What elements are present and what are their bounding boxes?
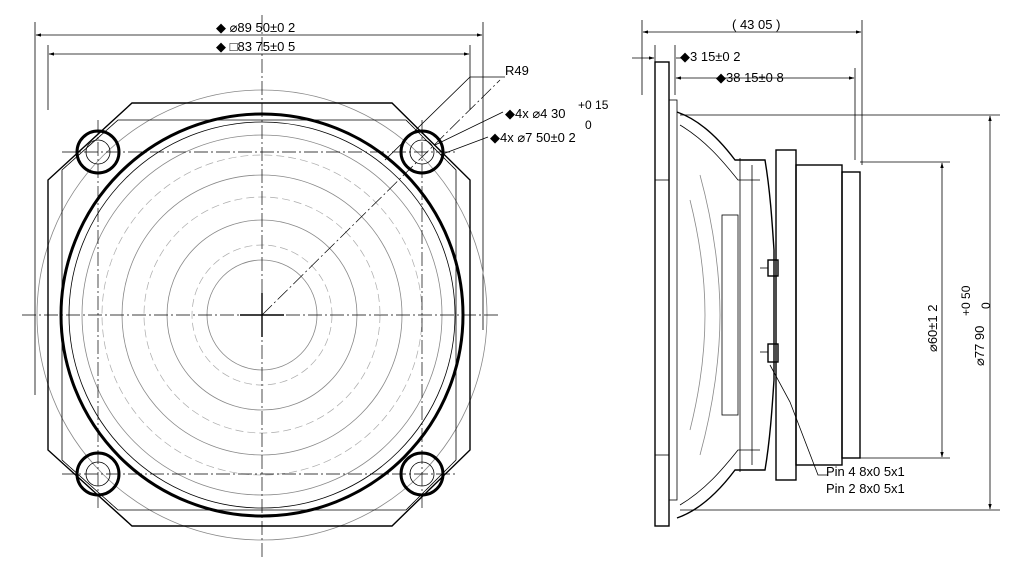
side-pin-label-2: Pin 2 8x0 5x1 (826, 481, 905, 496)
side-dim-magnet: ⌀60±1 2 (925, 305, 940, 353)
side-dim-cutout-main: ⌀77 90 (972, 326, 987, 366)
frame-outline (47, 102, 471, 527)
front-flange (654, 61, 670, 527)
basket-outline (676, 111, 775, 519)
front-dim-outer-diameter: ◆ ⌀89 50±0 2 (216, 20, 295, 35)
side-dim-body-depth: ◆38 15±0 8 (716, 70, 784, 85)
front-hole-small-tol-lower: 0 (585, 118, 592, 132)
front-dim-square: ◆ □83 75±0 5 (216, 39, 295, 54)
magnet-body (795, 164, 843, 466)
side-dim-total-depth: ( 43 05 ) (732, 17, 780, 32)
side-dim-cutout-tol-upper: +0 50 (959, 285, 973, 316)
side-dim-cutout-tol-lower: 0 (979, 302, 993, 309)
front-hole-small-callout: ◆4x ⌀4 30 +0 15 0 (505, 98, 609, 132)
front-radius-label: R49 (505, 63, 529, 78)
front-hole-small-tol-upper: +0 15 (578, 98, 609, 112)
side-dim-flange: ◆3 15±0 2 (680, 49, 741, 64)
front-hole-small-main: ◆4x ⌀4 30 (505, 106, 565, 121)
side-view: ( 43 05 ) ◆3 15±0 2 ◆38 15±0 8 (632, 17, 1000, 527)
magnet-back-plate (775, 149, 797, 481)
front-view: ◆ ⌀89 50±0 2 ◆ □83 75±0 5 (22, 15, 609, 560)
side-pin-label-1: Pin 4 8x0 5x1 (826, 464, 905, 479)
front-hole-large-callout: ◆4x ⌀7 50±0 2 (490, 130, 576, 145)
side-dim-cutout: ⌀77 90 +0 50 0 (959, 285, 993, 366)
terminal-lower (760, 343, 779, 363)
terminal-upper (760, 259, 779, 277)
